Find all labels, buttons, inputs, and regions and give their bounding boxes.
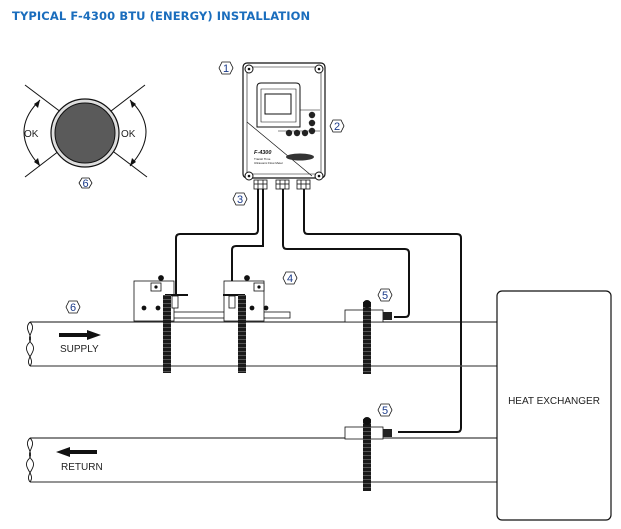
heat-exchanger-label: HEAT EXCHANGER: [508, 396, 600, 407]
cable-gland: [253, 179, 268, 190]
transducer-connector: [171, 295, 179, 309]
svg-text:6: 6: [82, 178, 88, 190]
transducer-connector: [228, 295, 236, 309]
callout-6-pipe: 6: [65, 300, 81, 314]
callout-4: 4: [282, 271, 298, 285]
mounting-strap: [238, 295, 246, 373]
arrow-head-icon: [130, 158, 136, 166]
keypad-button: [308, 119, 316, 127]
return-temp-sensor: 5: [344, 403, 393, 491]
cable-gland: [275, 179, 290, 190]
svg-text:1: 1: [223, 63, 229, 75]
ok-label-right: OK: [121, 129, 136, 140]
callout-5-return: 5: [377, 403, 393, 417]
screw-icon: [317, 67, 321, 71]
supply-pipe: SUPPLY 6: [26, 300, 497, 367]
mounting-strap: [163, 295, 171, 373]
brand-logo: [286, 153, 314, 161]
flow-arrow-left-icon: [56, 447, 97, 457]
sensor-connector: [383, 312, 392, 320]
keypad-button: [301, 129, 309, 137]
meter-subtitle-2: Ultrasonic Flow Meter: [254, 161, 283, 165]
keypad-button: [308, 111, 316, 119]
diagram-title: TYPICAL F-4300 BTU (ENERGY) INSTALLATION: [12, 9, 311, 23]
transducer-cable-downstream: [231, 189, 264, 295]
svg-text:4: 4: [287, 273, 293, 285]
meter-model-label: F-4300: [254, 150, 271, 156]
sensor-strap: [363, 419, 371, 491]
callout-6-angle: 6: [78, 177, 93, 190]
return-label: RETURN: [61, 462, 103, 473]
flow-meter: F-4300 Transit Time Ultrasonic Flow Mete…: [242, 62, 326, 190]
cable-gland: [296, 179, 311, 190]
return-pipe: RETURN: [26, 437, 497, 483]
supply-temp-sensor: 5: [344, 288, 393, 374]
angle-arc-left: [23, 99, 41, 167]
transducer-assembly: [133, 275, 291, 373]
supply-label: SUPPLY: [60, 344, 99, 355]
callout-5-supply: 5: [377, 288, 393, 302]
supply-temp-cable: [282, 189, 410, 318]
callout-3: 3: [232, 192, 248, 206]
meter-subtitle-1: Transit Time: [254, 157, 271, 161]
pipe-cross-section-inner: [54, 102, 116, 164]
flow-arrow-right-icon: [59, 330, 101, 340]
keypad-button: [308, 127, 316, 135]
return-temp-cable: [303, 189, 462, 433]
svg-text:5: 5: [382, 405, 388, 417]
svg-text:6: 6: [70, 302, 76, 314]
transducer-cable-upstream: [175, 189, 259, 295]
screw-icon: [317, 174, 321, 178]
screw-icon: [247, 174, 251, 178]
svg-text:3: 3: [237, 194, 243, 206]
arrow-head-icon: [130, 100, 136, 108]
svg-text:5: 5: [382, 290, 388, 302]
ok-label-left: OK: [24, 129, 39, 140]
arrow-head-icon: [34, 158, 40, 166]
svg-text:2: 2: [334, 121, 340, 133]
arrow-head-icon: [34, 100, 40, 108]
keypad-button: [285, 129, 293, 137]
callout-1: 1: [218, 61, 234, 75]
heat-exchanger: HEAT EXCHANGER: [496, 290, 612, 521]
keypad-button: [293, 129, 301, 137]
callout-2: 2: [329, 119, 345, 133]
cables: [175, 189, 462, 433]
mounting-angle-guide: OK OK 6: [23, 84, 148, 190]
sensor-connector: [383, 429, 392, 437]
angle-arc-right: [129, 99, 147, 167]
sensor-strap: [363, 302, 371, 374]
screw-icon: [247, 67, 251, 71]
display-screen: [264, 93, 292, 115]
